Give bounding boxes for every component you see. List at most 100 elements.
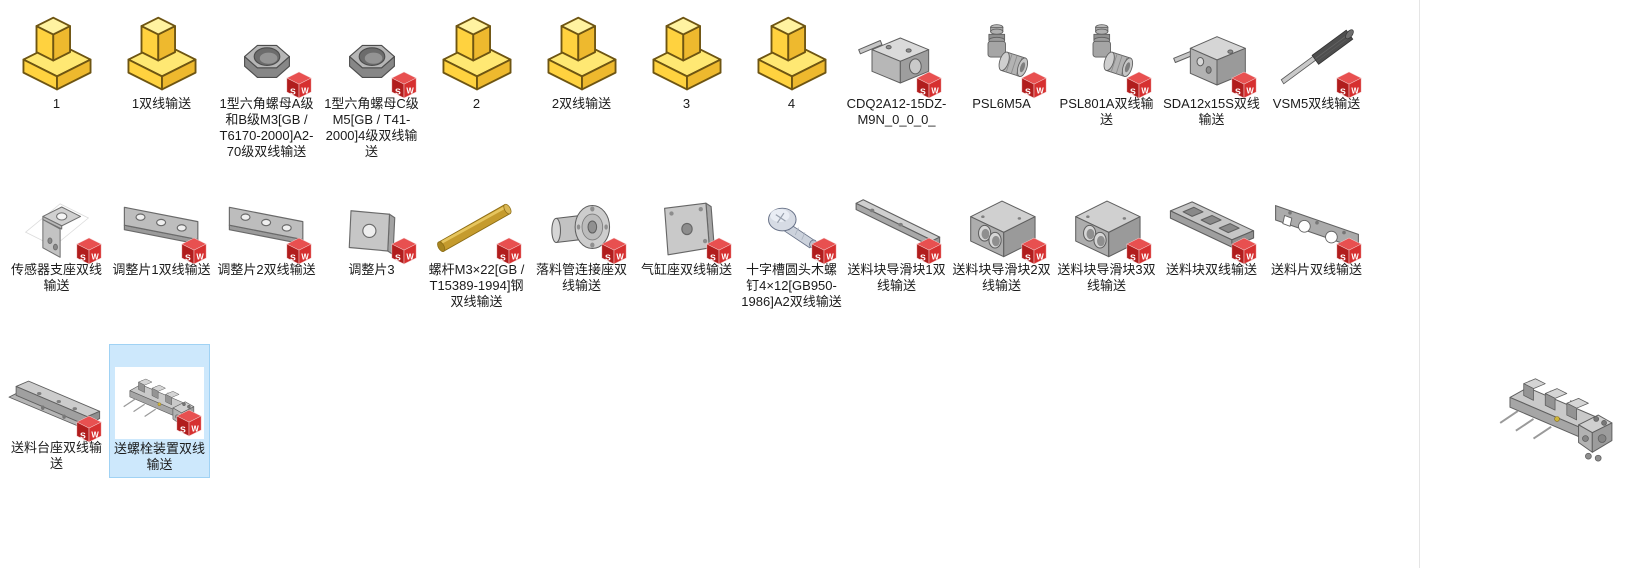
file-item-thumbnail — [426, 186, 527, 262]
yellow-block-icon — [646, 14, 728, 96]
solidworks-badge-icon — [76, 415, 102, 443]
file-item-thumbnail — [426, 2, 527, 96]
file-item-label: 4 — [787, 96, 796, 111]
file-item-label: 送料块双线输送 — [1165, 262, 1257, 277]
file-item-label: 送料块导滑块2双线输送 — [952, 262, 1051, 293]
file-item[interactable]: 调整片3 — [319, 186, 424, 278]
file-item-label: 送料块导滑块3双线输送 — [1057, 262, 1156, 293]
file-item-label: 调整片1双线输送 — [112, 262, 211, 277]
file-item[interactable]: 螺杆M3×22[GB / T15389-1994]钢双线输送 — [424, 186, 529, 310]
file-item-thumbnail — [1266, 2, 1367, 96]
file-item[interactable]: SDA12x15S双线输送 — [1159, 2, 1264, 128]
file-item[interactable]: 1双线输送 — [109, 2, 214, 112]
file-item[interactable]: 送料台座双线输送 — [4, 338, 109, 472]
file-item[interactable]: 送料片双线输送 — [1264, 186, 1369, 278]
file-item-thumbnail — [115, 367, 204, 439]
file-item-label: SDA12x15S双线输送 — [1163, 96, 1260, 127]
solidworks-badge-icon — [1336, 71, 1362, 99]
file-item-label: 1型六角螺母A级和B级M3[GB / T6170-2000]A2-70级双线输送 — [219, 96, 314, 159]
solidworks-badge-icon — [1231, 71, 1257, 99]
solidworks-badge-icon — [916, 71, 942, 99]
file-item[interactable]: 送料块导滑块2双线输送 — [949, 186, 1054, 294]
solidworks-badge-icon — [286, 237, 312, 265]
file-item[interactable]: 1型六角螺母A级和B级M3[GB / T6170-2000]A2-70级双线输送 — [214, 2, 319, 160]
file-item-thumbnail — [321, 2, 422, 96]
yellow-block-icon — [16, 14, 98, 96]
solidworks-badge-icon — [1126, 237, 1152, 265]
file-item[interactable]: 气缸座双线输送 — [634, 186, 739, 278]
file-item-thumbnail — [531, 2, 632, 96]
file-item-label: 传感器支座双线输送 — [10, 262, 102, 293]
file-item-thumbnail — [216, 186, 317, 262]
file-grid-row: 送料台座双线输送 送螺栓装置双线输送 — [4, 338, 210, 478]
file-item-label: 3 — [682, 96, 691, 111]
solidworks-badge-icon — [1126, 71, 1152, 99]
file-item-label: PSL801A双线输送 — [1059, 96, 1154, 127]
file-item[interactable]: PSL6M5A — [949, 2, 1054, 112]
file-item[interactable]: VSM5双线输送 — [1264, 2, 1369, 112]
yellow-block-icon — [121, 14, 203, 96]
file-item[interactable]: 1型六角螺母C级M5[GB / T41-2000]4级双线输送 — [319, 2, 424, 160]
file-item-thumbnail — [951, 2, 1052, 96]
file-item[interactable]: 3 — [634, 2, 739, 112]
file-item-thumbnail — [741, 2, 842, 96]
file-item-label: 十字槽圆头木螺钉4×12[GB950-1986]A2双线输送 — [741, 262, 842, 309]
file-item[interactable]: 调整片2双线输送 — [214, 186, 319, 278]
file-item[interactable]: 2 — [424, 2, 529, 112]
file-item-label: PSL6M5A — [972, 96, 1031, 111]
file-item-thumbnail — [846, 186, 947, 262]
yellow-block-icon — [541, 14, 623, 96]
file-item[interactable]: 十字槽圆头木螺钉4×12[GB950-1986]A2双线输送 — [739, 186, 844, 310]
solidworks-badge-icon — [76, 237, 102, 265]
file-item[interactable]: 送料块导滑块3双线输送 — [1054, 186, 1159, 294]
file-item-thumbnail — [531, 186, 632, 262]
solidworks-badge-icon — [181, 237, 207, 265]
file-grid-row: 1 1双线输送 1型六角螺母A级和B级M3[GB / T6170-2000]A2… — [4, 2, 1369, 160]
solidworks-badge-icon — [1021, 237, 1047, 265]
file-item-label: 2 — [472, 96, 481, 111]
file-item-thumbnail — [111, 2, 212, 96]
file-grid-row: 传感器支座双线输送 调整片1双线输送 调整片2双线输送 调整片3 — [4, 186, 1369, 310]
file-item-thumbnail — [1056, 2, 1157, 96]
solidworks-badge-icon — [1021, 71, 1047, 99]
file-item-label: 送料块导滑块1双线输送 — [847, 262, 946, 293]
solidworks-badge-icon — [1336, 237, 1362, 265]
file-item-thumbnail — [6, 338, 107, 440]
solidworks-badge-icon — [176, 409, 202, 437]
solidworks-badge-icon — [391, 71, 417, 99]
file-item[interactable]: 送螺栓装置双线输送 — [109, 344, 210, 478]
file-item-label: 1双线输送 — [131, 96, 192, 111]
file-item-thumbnail — [741, 186, 842, 262]
solidworks-badge-icon — [1231, 237, 1257, 265]
file-item[interactable]: 4 — [739, 2, 844, 112]
file-item-thumbnail — [951, 186, 1052, 262]
file-item[interactable]: 落料管连接座双线输送 — [529, 186, 634, 294]
assembly-preview — [1494, 368, 1622, 466]
yellow-block-icon — [751, 14, 833, 96]
file-item-label: 调整片3 — [348, 262, 395, 277]
solidworks-badge-icon — [706, 237, 732, 265]
solidworks-badge-icon — [811, 237, 837, 265]
file-item[interactable]: 送料块导滑块1双线输送 — [844, 186, 949, 294]
file-item[interactable]: 1 — [4, 2, 109, 112]
file-item[interactable]: CDQ2A12-15DZ-M9N_0_0_0_ — [844, 2, 949, 128]
file-item-label: 落料管连接座双线输送 — [535, 262, 627, 293]
file-item-thumbnail — [6, 2, 107, 96]
file-item[interactable]: PSL801A双线输送 — [1054, 2, 1159, 128]
file-item[interactable]: 送料块双线输送 — [1159, 186, 1264, 278]
yellow-block-icon — [436, 14, 518, 96]
file-item-label: 送料台座双线输送 — [10, 440, 102, 471]
file-item-thumbnail — [1266, 186, 1367, 262]
file-item-label: 2双线输送 — [551, 96, 612, 111]
file-item-label: CDQ2A12-15DZ-M9N_0_0_0_ — [846, 96, 947, 127]
file-item-thumbnail — [1161, 186, 1262, 262]
file-item-thumbnail — [1161, 2, 1262, 96]
file-item[interactable]: 2双线输送 — [529, 2, 634, 112]
solidworks-badge-icon — [916, 237, 942, 265]
file-item-thumbnail — [6, 186, 107, 262]
file-item-thumbnail — [321, 186, 422, 262]
file-item[interactable]: 传感器支座双线输送 — [4, 186, 109, 294]
solidworks-badge-icon — [601, 237, 627, 265]
file-item-label: 螺杆M3×22[GB / T15389-1994]钢双线输送 — [428, 262, 525, 309]
file-item[interactable]: 调整片1双线输送 — [109, 186, 214, 278]
